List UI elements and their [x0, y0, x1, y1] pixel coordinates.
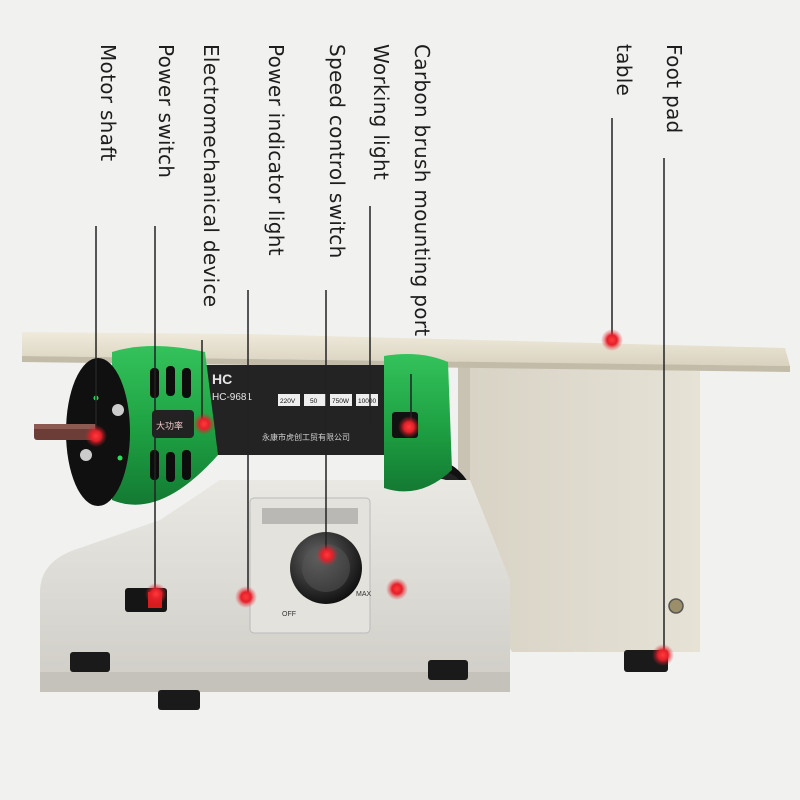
marker-dot	[316, 544, 338, 566]
marker-dot	[398, 416, 420, 438]
label-power-switch: Power switch	[154, 44, 178, 179]
spec-table: 220V 50 750W 10000	[278, 394, 378, 406]
label-working-light: Working light	[369, 44, 393, 181]
label-power-indicator-light: Power indicator light	[264, 44, 288, 256]
label-table: table	[612, 44, 636, 97]
ground-screw-icon	[668, 598, 684, 614]
model-text: HC-9681	[212, 392, 252, 403]
marker-dot	[85, 425, 107, 447]
label-carbon-brush-mounting-port: Carbon brush mounting port	[410, 44, 434, 337]
machine-base: OFF MAX	[40, 480, 510, 692]
badge-text: 大功率	[156, 420, 183, 432]
label-motor-shaft: Motor shaft	[96, 44, 120, 162]
leader-lines	[95, 118, 665, 654]
brand-mark: HC	[212, 371, 232, 387]
maker-text: 永康市虎创工贸有限公司	[262, 432, 350, 442]
marker-dot	[235, 586, 257, 608]
badge-plate	[152, 410, 194, 438]
marker-dot	[386, 578, 408, 600]
spec-cell: 50	[310, 398, 318, 405]
label-foot-pad: Foot pad	[662, 44, 686, 134]
knob-max-label: MAX	[356, 591, 372, 598]
spec-cell: 750W	[332, 398, 350, 405]
marker-dot	[145, 583, 167, 605]
marker-dot	[601, 329, 623, 351]
callout-markers	[85, 329, 674, 666]
knob-min-label: OFF	[282, 611, 296, 618]
spec-cell: 220V	[280, 398, 296, 405]
label-electromechanical-device: Electromechanical device	[199, 44, 223, 308]
marker-dot	[652, 644, 674, 666]
marker-dot	[193, 413, 215, 435]
label-speed-control-switch: Speed control switch	[325, 44, 349, 259]
spec-cell: 10000	[358, 398, 376, 405]
motor-label-band	[205, 365, 385, 455]
